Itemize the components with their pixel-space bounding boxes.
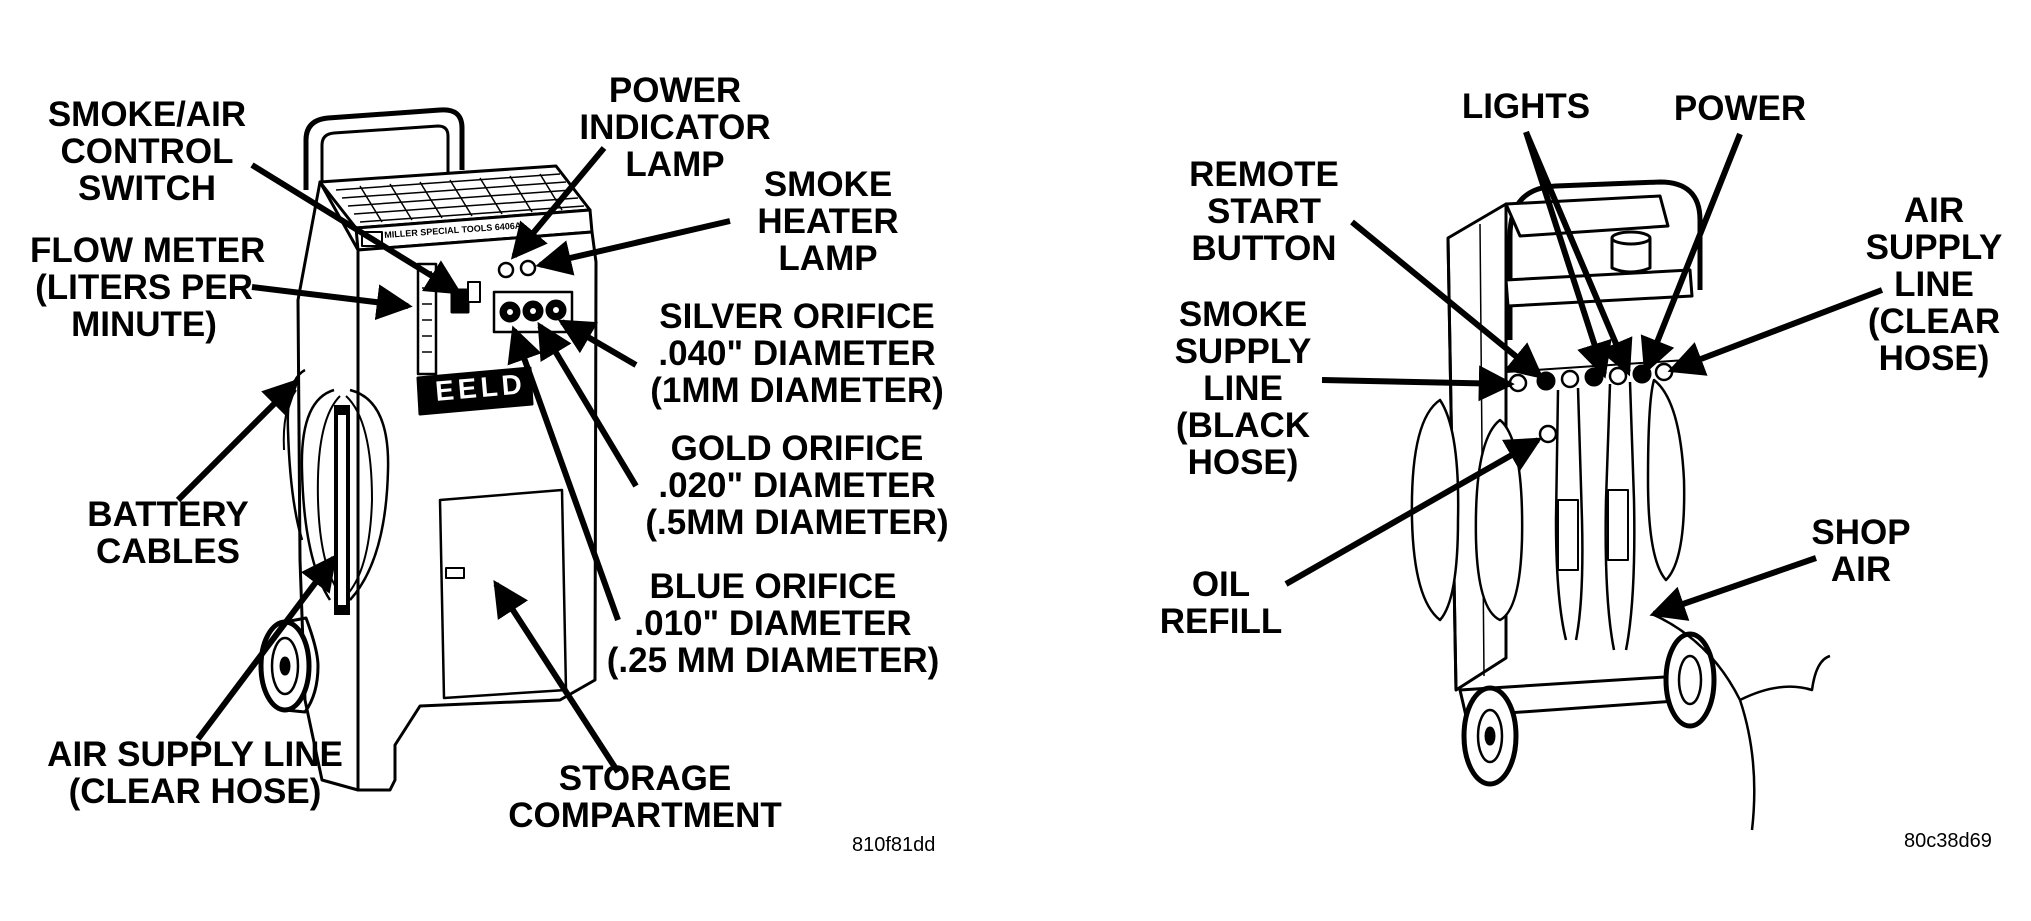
left-machine <box>258 107 598 792</box>
label-remote-start-button: REMOTE START BUTTON <box>1189 155 1339 268</box>
label-oil-refill: OIL REFILL <box>1159 565 1283 641</box>
label-smoke-supply-line: SMOKE SUPPLY LINE (BLACK HOSE) <box>1174 295 1312 482</box>
label-smoke-air-control-switch: SMOKE/AIR CONTROL SWITCH <box>47 95 247 208</box>
label-blue-orifice: BLUE ORIFICE .010" DIAMETER (.25 MM DIAM… <box>606 567 940 680</box>
left-leaders <box>175 146 731 774</box>
label-air-supply-line-right: AIR SUPPLY LINE (CLEAR HOSE) <box>1865 191 2003 378</box>
label-power: POWER <box>1673 89 1807 128</box>
label-lights: LIGHTS <box>1461 87 1591 126</box>
top-grille <box>335 173 585 223</box>
label-storage-compartment: STORAGE COMPARTMENT <box>508 759 782 835</box>
label-power-indicator-lamp: POWER INDICATOR LAMP <box>579 71 771 184</box>
label-gold-orifice: GOLD ORIFICE .020" DIAMETER (.5MM DIAMET… <box>645 429 949 542</box>
label-flow-meter: FLOW METER (LITERS PER MINUTE) <box>30 231 266 344</box>
label-silver-orifice: SILVER ORIFICE .040" DIAMETER (1MM DIAME… <box>650 297 944 410</box>
label-battery-cables: BATTERY CABLES <box>87 495 249 571</box>
figure-code-left: 810f81dd <box>852 834 936 856</box>
figure-code-right: 80c38d69 <box>1904 830 1992 852</box>
label-shop-air: SHOP AIR <box>1811 513 1911 589</box>
right-machine <box>1410 179 1831 831</box>
label-smoke-heater-lamp: SMOKE HEATER LAMP <box>757 165 899 278</box>
label-air-supply-line: AIR SUPPLY LINE (CLEAR HOSE) <box>47 735 343 811</box>
right-leaders <box>1284 130 1884 621</box>
